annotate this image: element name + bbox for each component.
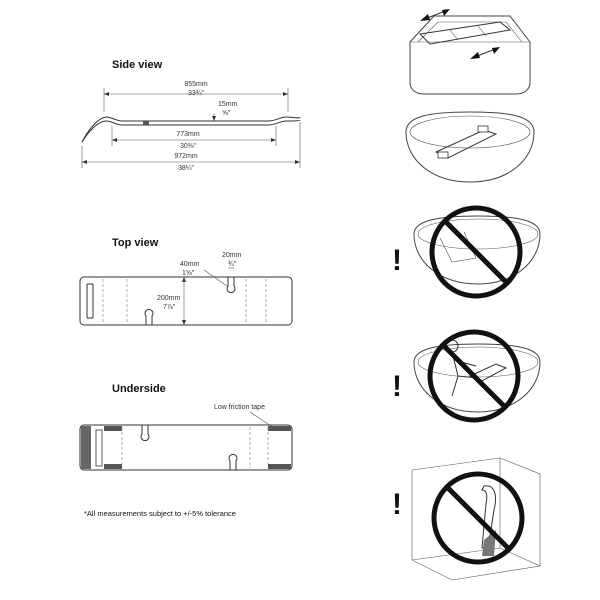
top-view-keyhole-top [226, 277, 236, 294]
dim-855-in: 33¾" [188, 90, 205, 97]
tape-strip-2 [104, 464, 122, 469]
underside-tray-outline [79, 424, 293, 471]
tape-strip-3 [268, 426, 291, 431]
top-view-keyhole-bottom [144, 308, 154, 325]
dim-20-mm: 20mm [222, 252, 242, 259]
tolerance-footnote: *All measurements subject to +/-5% toler… [84, 509, 236, 518]
top-view-handle-slot [86, 283, 94, 319]
underside-section: Underside Low friction tape [79, 383, 293, 471]
rect-tub-body [409, 15, 531, 95]
warning-no-corner-tub: ! [392, 457, 541, 581]
prohibition-slash-3 [445, 485, 511, 551]
dim-855-mm: 855mm [184, 81, 208, 88]
dim-773-mm: 773mm [176, 131, 200, 138]
dim-972-mm: 972mm [174, 153, 198, 160]
prohibition-ring-1 [429, 205, 523, 299]
dim-15-mm: 15mm [218, 101, 238, 108]
dim-20-in: ¾" [228, 261, 237, 268]
tape-strip-1 [104, 426, 122, 431]
top-view-section: Top view 40mm 1⅝" 20mm ¾" 200mm 7⅞" [79, 237, 293, 326]
prohibition-ring-2 [427, 329, 521, 423]
side-view-section: Side view 855mm 33¾" 15mm ⅝" 773mm 30⅜" … [81, 59, 301, 172]
warning-no-stand-on-tray: ! [392, 329, 541, 423]
side-view-title: Side view [112, 59, 163, 71]
illustration-adjust-tray [409, 9, 531, 95]
rect-tub-tray [418, 21, 512, 45]
underside-title: Underside [112, 383, 166, 395]
dim-200-in: 7⅞" [163, 304, 176, 311]
dim-40-mm: 40mm [180, 261, 200, 268]
top-view-tray-outline [79, 276, 293, 326]
prohibition-ring-3 [431, 471, 525, 565]
underside-keyhole-bottom [228, 453, 238, 470]
warning-symbol-1: ! [392, 244, 402, 277]
prohibition-slash-2 [441, 343, 507, 409]
dim-972-in: 38¼" [178, 165, 195, 172]
dim-200-mm: 200mm [157, 295, 181, 302]
dim-40-in: 1⅝" [182, 270, 195, 277]
warning-symbol-2: ! [392, 370, 402, 403]
corner-tray-upright [481, 485, 497, 549]
dim-773-in: 30⅜" [180, 143, 197, 150]
tray-profile-top [81, 116, 301, 143]
tape-strip-4 [268, 464, 291, 469]
illustration-oval-tub-tray [405, 111, 535, 183]
underside-end-tape-left [81, 426, 91, 469]
warning-symbol-3: ! [392, 488, 402, 521]
tray-profile-bottom [81, 119, 301, 143]
tape-label: Low friction tape [214, 404, 265, 411]
warning-no-tray-inside: ! [392, 205, 541, 299]
underside-keyhole-top [140, 425, 150, 442]
top-view-title: Top view [112, 237, 159, 249]
dim-15-in: ⅝" [222, 110, 231, 117]
prohibition-slash-1 [443, 219, 509, 285]
